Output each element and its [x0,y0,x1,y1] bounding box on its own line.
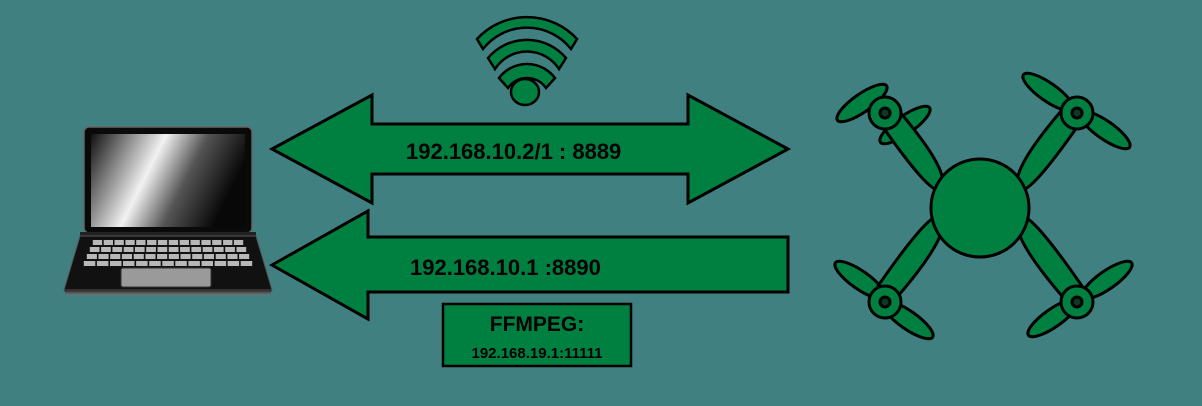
wifi-icon [475,15,579,107]
keyboard-key [214,261,227,266]
keyboard-key [146,247,156,252]
video-link-arrow [268,208,790,322]
keyboard-key [168,254,179,259]
keyboard-key [136,261,148,266]
ffmpeg-address: 192.168.19.1:11111 [472,345,603,362]
keyboard-key [240,261,253,266]
keyboard-key [201,261,213,266]
keyboard-key [149,261,161,266]
command-link-double-arrow [268,92,792,206]
keyboard-key [215,254,226,259]
keyboard-key [123,261,135,266]
keyboard-key [239,254,250,259]
laptop-keyboard [83,240,253,266]
keyboard-key [168,240,179,245]
keyboard-key [212,240,222,245]
keyboard-key [92,240,103,245]
keyboard-key [201,240,211,245]
keyboard-key [192,254,203,259]
keyboard-key [96,261,109,266]
video-link-label: 192.168.10.1 :8890 [410,255,601,280]
drone-icon [833,71,1134,341]
keyboard-key [133,254,144,259]
keyboard-key [86,254,97,259]
keyboard-key [203,254,214,259]
keyboard-key [213,247,224,252]
keyboard-key [136,240,146,245]
keyboard-key [114,240,124,245]
keyboard-key [180,254,191,259]
keyboard-key [101,247,111,252]
keyboard-key [227,261,240,266]
keyboard-key [190,240,200,245]
keyboard-key [223,240,233,245]
keyboard-key [202,247,213,252]
keyboard-key [147,240,157,245]
ffmpeg-title: FFMPEG: [490,313,585,336]
keyboard-key [191,247,202,252]
keyboard-key [134,247,145,252]
keyboard-key [98,254,109,259]
keyboard-key [157,240,168,245]
keyboard-key [225,247,235,252]
keyboard-key [157,254,168,259]
keyboard-key [110,261,122,266]
ffmpeg-box: FFMPEG: 192.168.19.1:11111 [441,302,633,368]
keyboard-key [121,254,132,259]
keyboard-key [180,247,190,252]
keyboard-key [157,247,168,252]
command-link-label: 192.168.10.2/1 : 8889 [406,139,621,164]
laptop-icon [63,126,273,295]
keyboard-key [168,247,179,252]
keyboard-key [125,240,135,245]
keyboard-key [227,254,238,259]
keyboard-key [233,240,244,245]
keyboard-key [112,247,123,252]
keyboard-key [236,247,247,252]
keyboard-key [162,261,174,266]
keyboard-key [188,261,200,266]
keyboard-key [123,247,134,252]
keyboard-key [175,261,187,266]
keyboard-key [83,261,96,266]
keyboard-key [89,247,100,252]
keyboard-key [179,240,189,245]
keyboard-key [103,240,113,245]
keyboard-key [145,254,156,259]
keyboard-key [110,254,121,259]
